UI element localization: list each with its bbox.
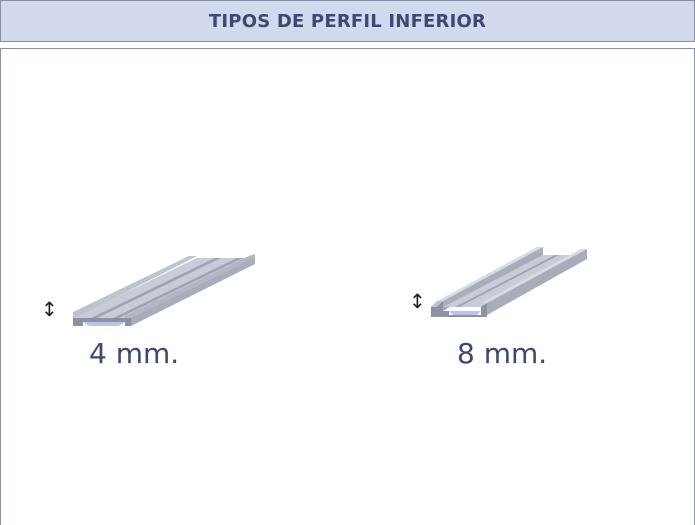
height-arrow-icon: ↕ xyxy=(41,297,58,321)
rail-8mm-icon xyxy=(431,247,587,317)
profile-4mm-label: 4 mm. xyxy=(89,337,180,370)
height-arrow-icon: ↕ xyxy=(409,289,426,313)
page-title: TIPOS DE PERFIL INFERIOR xyxy=(208,10,487,32)
content-panel: ↕ 4 mm. ↕ xyxy=(0,48,695,525)
profile-8mm-label: 8 mm. xyxy=(457,337,548,370)
header-bar: TIPOS DE PERFIL INFERIOR xyxy=(0,0,695,42)
profile-8mm-image xyxy=(431,241,591,331)
profile-4mm-image xyxy=(69,254,259,334)
rail-4mm-icon xyxy=(73,254,255,326)
